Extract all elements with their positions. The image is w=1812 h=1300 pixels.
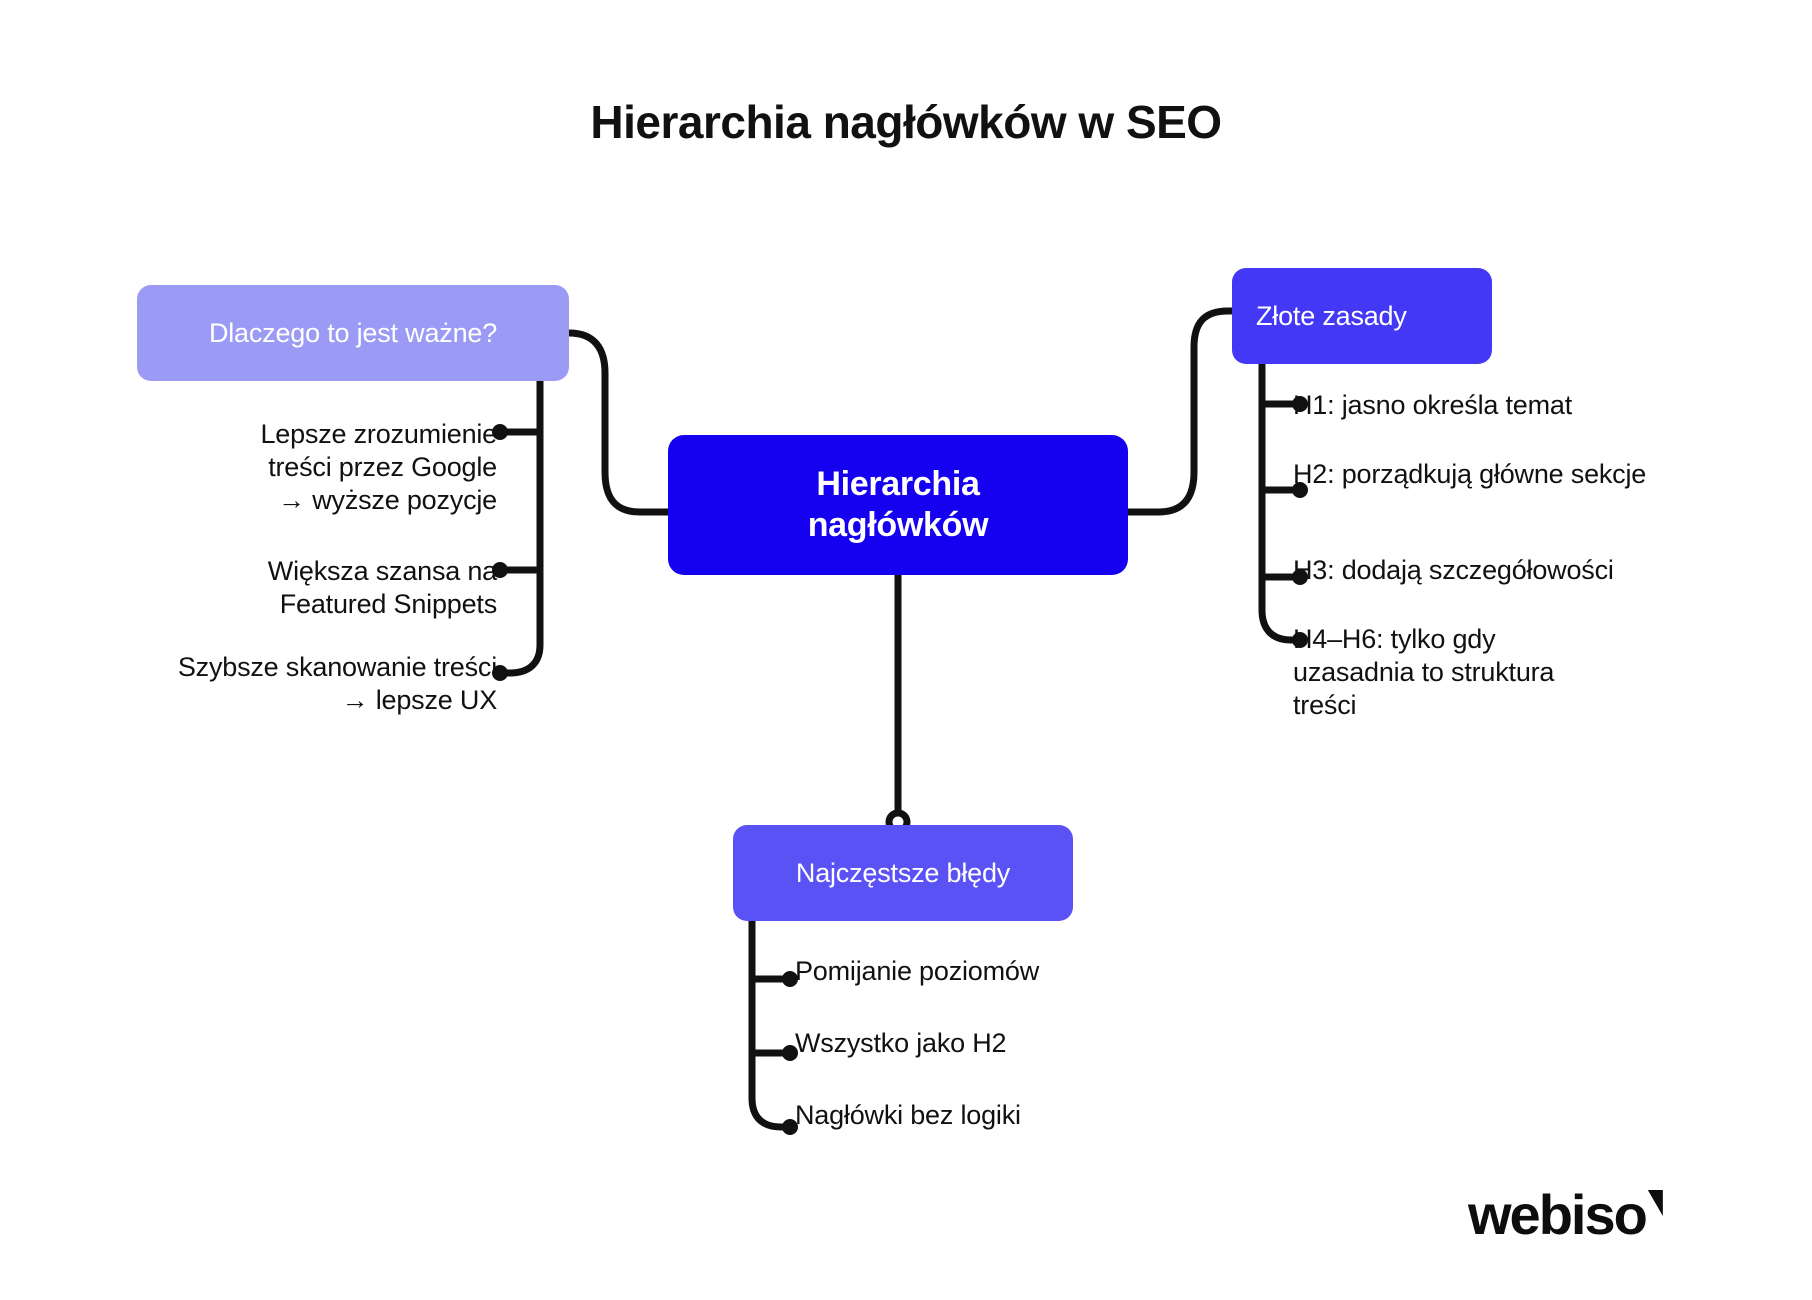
spine-rules: [1258, 360, 1304, 644]
brand-logo-text: webiso: [1468, 1183, 1648, 1246]
spine-mistakes: [748, 917, 794, 1131]
node-rules-label: Złote zasady: [1256, 300, 1407, 331]
edge-center-to-why: [548, 329, 672, 516]
leaf-why-0: Lepsze zrozumienie treści przez Google →…: [260, 419, 497, 515]
spine-why: [496, 377, 544, 677]
node-branch-why[interactable]: Dlaczego to jest ważne?: [137, 285, 569, 381]
leaf-rule-3: H4–H6: tylko gdy uzasadnia to struktura …: [1293, 624, 1555, 720]
edge-center-to-rules: [1124, 307, 1246, 516]
page-title: Hierarchia nagłówków w SEO: [590, 96, 1222, 148]
leaf-endpoint-dots: [492, 396, 1308, 1135]
node-why-label: Dlaczego to jest ważne?: [208, 317, 498, 348]
node-center-hierarchia[interactable]: Hierarchia nagłówków: [668, 435, 1128, 575]
leaf-mistake-1: Wszystko jako H2: [795, 1028, 1007, 1058]
brand-logo: webiso: [1468, 1182, 1663, 1247]
leaf-mistake-2: Nagłówki bez logiki: [795, 1100, 1021, 1130]
node-branch-rules[interactable]: Złote zasady: [1232, 268, 1492, 364]
node-mistakes-label: Najczęstsze błędy: [795, 857, 1011, 888]
leaf-rule-2: H3: dodają szczegółowości: [1293, 555, 1614, 585]
leaf-why-1: Większa szansa na Featured Snippets: [267, 556, 497, 619]
node-branch-mistakes[interactable]: Najczęstsze błędy: [733, 825, 1073, 921]
node-center-label: Hierarchia nagłówków: [807, 465, 989, 544]
leaf-rule-1: H2: porządkują główne sekcje: [1293, 459, 1647, 489]
leaf-rule-0: H1: jasno określa temat: [1293, 390, 1573, 420]
leaf-mistake-0: Pomijanie poziomów: [795, 956, 1040, 986]
leaf-why-2: Szybsze skanowanie treści → lepsze UX: [177, 652, 497, 715]
brand-tick-icon: [1647, 1190, 1663, 1216]
